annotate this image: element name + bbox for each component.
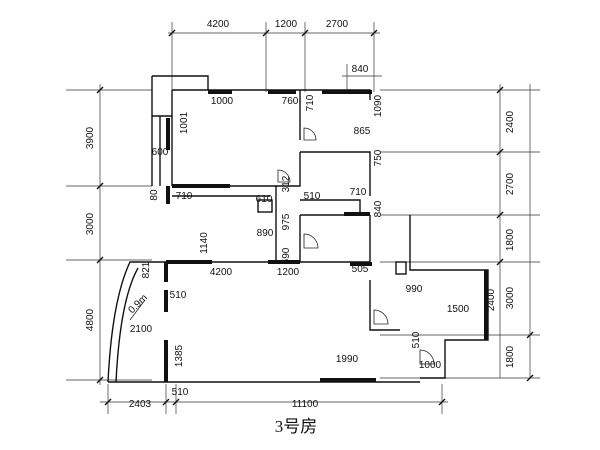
bottom-dim-label: 510 [172,387,189,398]
room-dim-label: 505 [352,264,369,275]
bottom-dim-label: 2403 [129,399,152,410]
dimension-labels: 4200 1200 2700 840 3900 3000 4800 2400 2… [85,19,516,410]
room-dim-label: 510 [170,290,187,301]
room-dim-label: 1001 [179,111,190,134]
room-dim-label: 510 [304,191,321,202]
top-dim-label: 1200 [275,19,298,30]
right-dim-label: 1800 [505,345,516,368]
room-dim-label: 2400 [486,288,497,311]
room-dim-label: 590 [281,247,292,264]
room-dim-label: 1500 [447,304,470,315]
room-dim-label: 990 [406,284,423,295]
room-dim-label: 1000 [419,360,442,371]
room-dim-label: 1090 [373,94,384,117]
top-dim-label: 4200 [207,19,230,30]
room-dim-label: 760 [282,96,299,107]
room-dim-label: 312 [281,175,292,192]
right-dim-label: 2700 [505,172,516,195]
right-dim-label: 3000 [505,286,516,309]
room-dim-label: 1385 [174,344,185,367]
left-dim-label: 4800 [85,308,96,331]
room-dim-label: 510 [411,331,422,348]
room-dim-label: 1140 [199,232,210,254]
walls [107,75,489,383]
top-dim-label: 840 [352,64,369,75]
left-dim-label: 3000 [85,212,96,235]
room-dim-label: 710 [176,191,193,202]
room-dim-label: 821 [141,261,152,278]
room-dim-label: 80 [149,189,160,201]
room-dim-label: 890 [257,228,274,239]
room-dim-label: 2100 [130,324,153,335]
right-dim-label: 1800 [505,228,516,251]
top-dim-label: 2700 [326,19,349,30]
room-dim-label: 1000 [211,96,234,107]
room-dim-label: 1200 [277,267,300,278]
left-dim-label: 3900 [85,126,96,149]
room-dim-label: 710 [305,94,316,111]
room-dim-label: 610 [256,194,273,205]
room-dim-label: 865 [354,126,371,137]
plan-title: 3号房 [275,417,318,436]
room-dim-label: 600 [152,147,169,158]
dimension-lines [66,22,540,414]
room-dim-label: 750 [373,149,384,166]
diagonal-annotation: 0.9m [126,292,150,316]
bottom-dim-label: 11100 [292,399,319,410]
room-dim-label: 4200 [210,267,233,278]
room-dim-label: 710 [350,187,367,198]
right-dim-label: 2400 [505,110,516,133]
room-dim-label: 840 [373,200,384,217]
room-dim-label: 1990 [336,354,359,365]
room-dim-label: 975 [281,213,292,230]
